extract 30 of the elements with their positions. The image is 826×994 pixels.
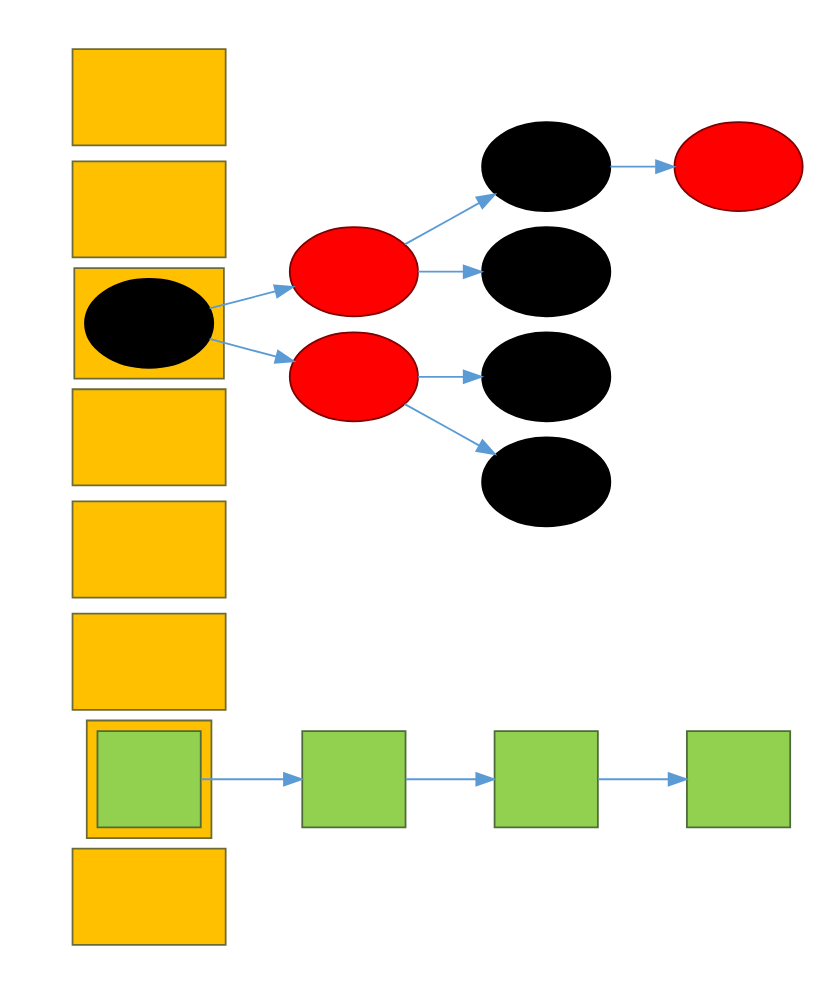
cluster — [85, 719, 213, 839]
node-box — [686, 730, 792, 829]
arrow — [403, 403, 498, 456]
node-ellipse — [481, 331, 612, 423]
node-box — [71, 500, 227, 599]
arrow — [404, 771, 497, 787]
node-ellipse — [481, 121, 612, 213]
node-ellipse — [673, 121, 804, 213]
arrow — [597, 771, 690, 787]
node-ellipse — [288, 331, 419, 423]
node-box — [96, 730, 202, 829]
arrow — [208, 284, 296, 310]
node-box — [493, 730, 599, 829]
node-ellipse — [481, 436, 612, 528]
arrow — [609, 159, 677, 175]
arrow — [208, 338, 297, 364]
node-box — [71, 160, 227, 259]
cluster — [73, 267, 225, 380]
node-box — [301, 730, 407, 829]
arrow — [200, 771, 305, 787]
node-ellipse — [481, 226, 612, 318]
node-ellipse — [84, 277, 215, 369]
node-box — [71, 388, 227, 487]
arrow — [417, 264, 485, 280]
arrow — [403, 192, 498, 246]
arrow — [417, 369, 485, 385]
node-box — [71, 48, 227, 147]
node-box — [71, 612, 227, 711]
node-box — [71, 847, 227, 946]
node-ellipse — [288, 226, 419, 318]
